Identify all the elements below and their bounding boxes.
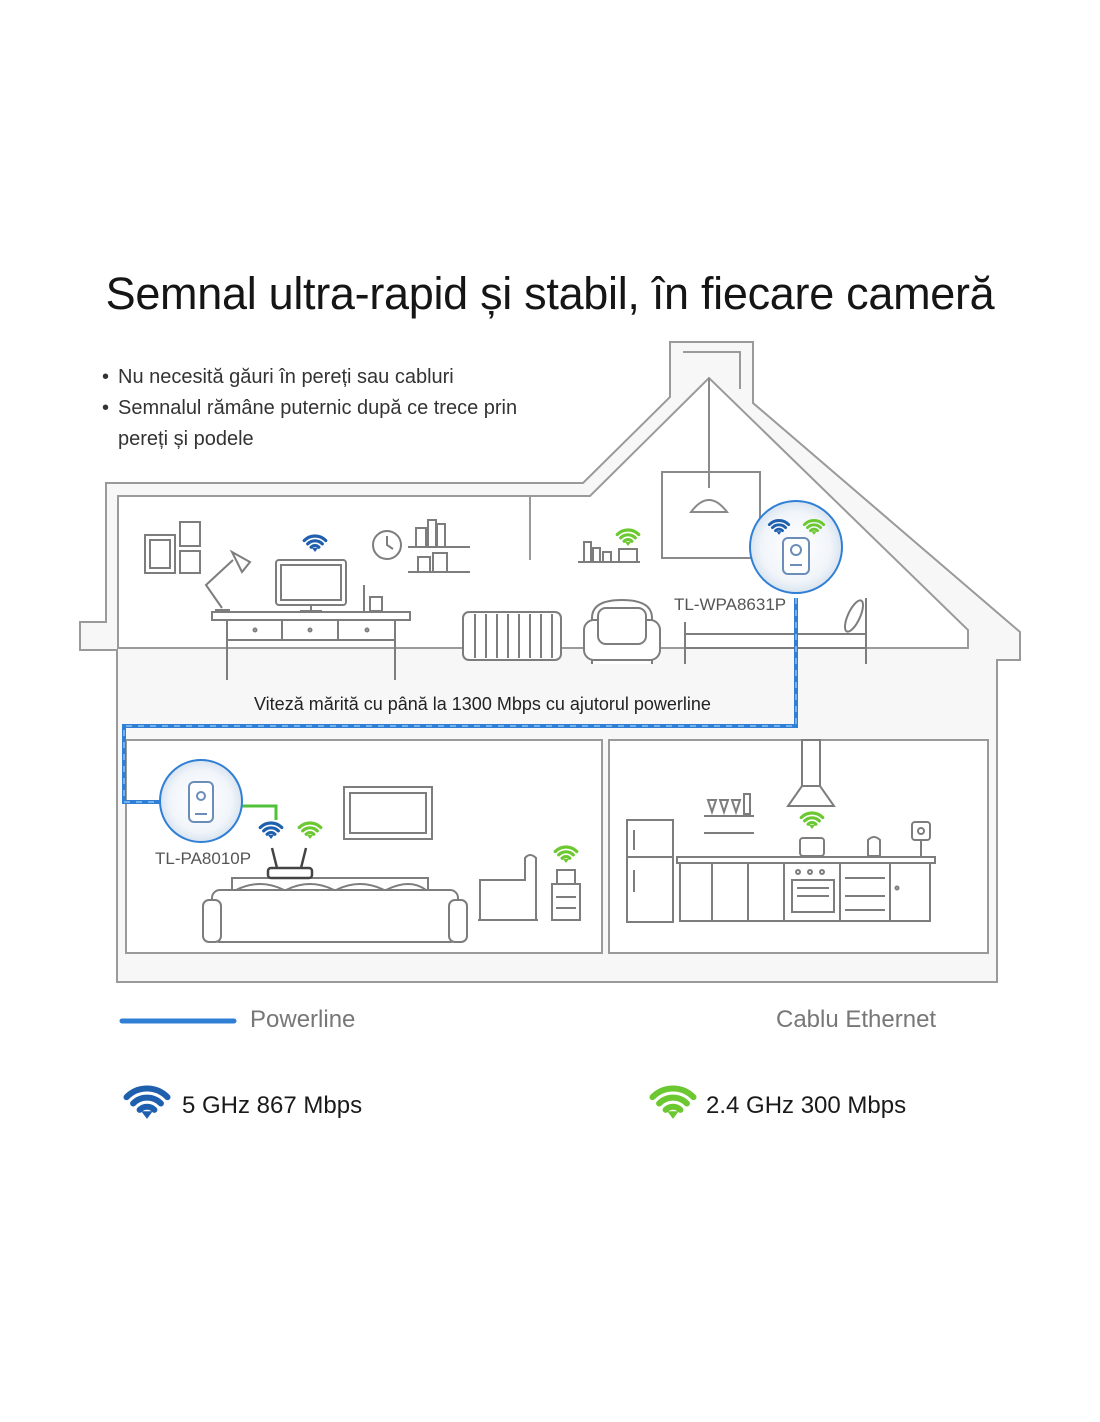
extender-model-label: TL-WPA8631P — [674, 595, 787, 614]
attic-window — [661, 378, 761, 559]
feature-list: Nu necesită găuri în pereți sau cabluri … — [102, 362, 562, 455]
wifi-icon — [553, 845, 579, 863]
adapter-model-label: TL-PA8010P — [155, 849, 252, 868]
extender-bubble — [749, 500, 843, 594]
wifi-icon — [615, 528, 641, 546]
router-icon — [266, 847, 314, 880]
powerline-speed-note: Viteză mărită cu până la 1300 Mbps cu aj… — [254, 694, 711, 714]
wifi-icon — [297, 821, 323, 839]
adapter-icon — [188, 781, 214, 823]
wifi-icons — [123, 519, 826, 1119]
kitchen-furniture — [626, 739, 936, 923]
wifi-icon — [123, 1085, 171, 1119]
feature-item: Semnalul rămâne puternic după ce trece p… — [102, 393, 562, 455]
living-room-furniture — [202, 786, 581, 943]
wifi-icon — [649, 1085, 697, 1119]
ethernet-cable — [240, 804, 278, 820]
band-24ghz-label: 2.4 GHz 300 Mbps — [706, 1092, 907, 1119]
wifi-icon — [799, 811, 825, 829]
upper-floor-furniture — [144, 519, 867, 680]
legend-powerline-label: Powerline — [250, 1006, 356, 1033]
headline: Semnal ultra-rapid și stabil, în fiecare… — [105, 268, 995, 320]
wifi-icon — [767, 519, 791, 535]
wifi-icon — [258, 821, 284, 839]
band-5ghz-label: 5 GHz 867 Mbps — [182, 1092, 363, 1119]
feature-item: Nu necesită găuri în pereți sau cabluri — [102, 362, 562, 393]
wifi-icon — [802, 519, 826, 535]
wifi-icon — [302, 534, 328, 552]
legend-ethernet-label: Cablu Ethernet — [776, 1006, 937, 1033]
adapter-bubble — [159, 759, 243, 843]
